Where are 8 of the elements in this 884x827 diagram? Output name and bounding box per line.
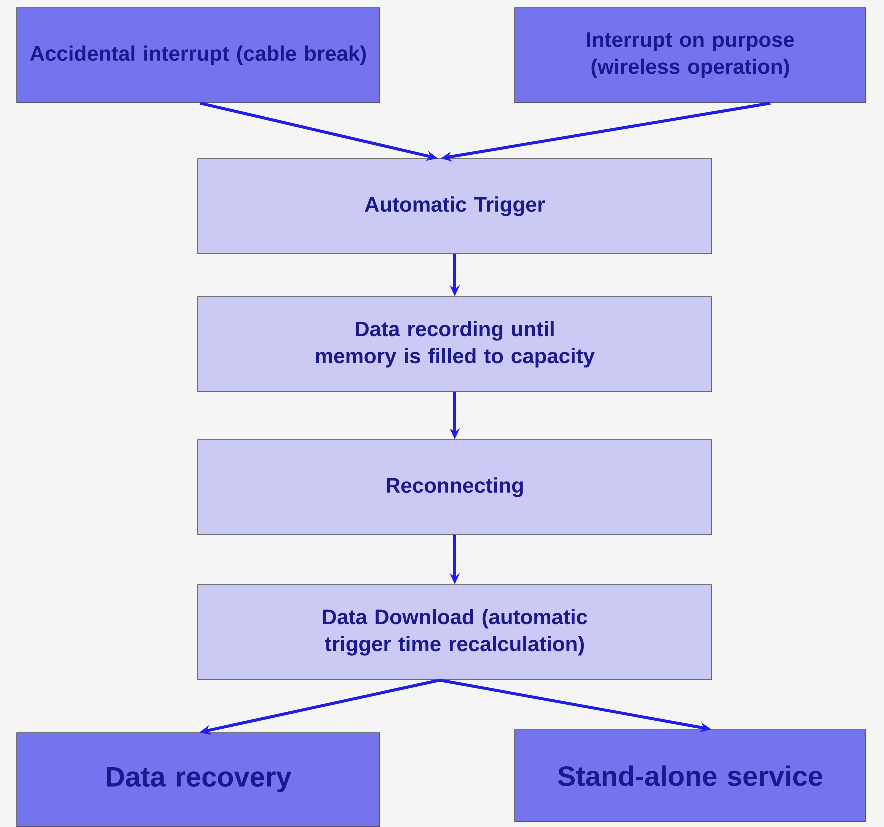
process-box: Automatic Trigger xyxy=(198,158,712,254)
process-box: Data Download (automatic trigger time recalculation) xyxy=(198,584,712,680)
input-box: Accidental interrupt (cable break) xyxy=(16,8,380,104)
process-box: Reconnecting xyxy=(198,440,712,536)
input-box: Interrupt on purpose (wireless operation) xyxy=(514,8,866,104)
result-box: Data recovery xyxy=(16,732,380,827)
result-box: Stand-alone service xyxy=(514,730,866,822)
process-box: Data recording until memory is filled to capacity xyxy=(198,296,712,392)
